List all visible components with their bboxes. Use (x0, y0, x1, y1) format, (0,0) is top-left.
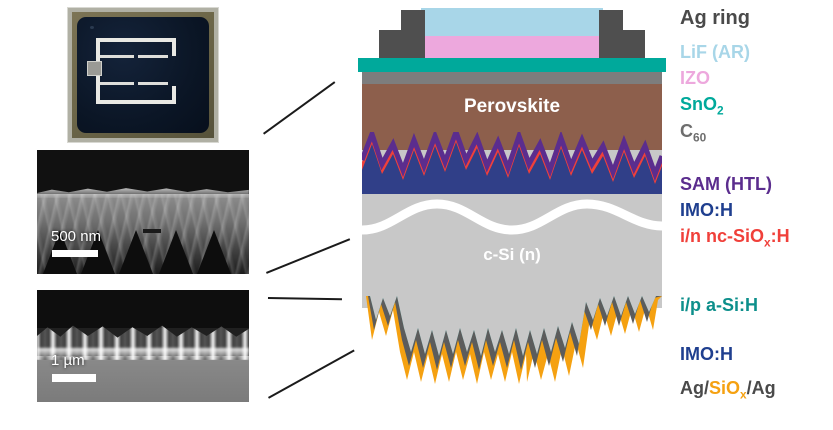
layer-sno2 (358, 58, 666, 72)
sem-bottom-scalebar-label: 1 µm (51, 352, 85, 369)
perovskite-label: Perovskite (463, 96, 561, 117)
photo-busbar-finger (100, 55, 134, 58)
legend-sno2-sub: 2 (717, 103, 724, 118)
legend-imo-rear: IMO:H (680, 344, 733, 364)
layer-c60 (362, 72, 662, 84)
c-si-label: c-Si (n) (483, 245, 541, 264)
connector-sem-top-to-silicon (267, 297, 342, 301)
sem-top-pyramid (159, 230, 193, 274)
silicon-thickness-break-line (362, 199, 662, 235)
legend-ag-siox-part2: SiO (709, 378, 741, 398)
legend-izo: IZO (680, 68, 710, 88)
legend-ncsiox-post: :H (770, 226, 790, 246)
sem-bottom-interface-glow (37, 348, 249, 360)
legend-lif: LiF (AR) (680, 42, 750, 62)
legend-c60-sub: 60 (693, 130, 707, 145)
rear-texture-zigzag (362, 296, 662, 384)
legend-ncsiox: i/n nc-SiOx:H (680, 227, 790, 249)
texture-imo-front (362, 142, 662, 194)
sem-image-rear-texture: 1 µm (37, 290, 249, 402)
legend-sno2: SnO2 (680, 95, 724, 117)
tandem-device-photo (68, 8, 218, 142)
legend-ag-siox-part3: /Ag (746, 378, 776, 398)
photo-contact-pad (87, 61, 102, 76)
photo-ring-right-lower (172, 86, 176, 104)
photo-silver-ring (96, 38, 172, 104)
rear-csi-fill (362, 296, 662, 356)
layer-legend: Ag ring LiF (AR) IZO SnO2 C60 SAM (HTL) … (680, 0, 833, 412)
photo-busbar-finger (138, 55, 168, 58)
legend-sam-htl: SAM (HTL) (680, 174, 772, 194)
connector-photo-to-stack (263, 81, 336, 135)
sem-top-annotation (141, 224, 163, 236)
sem-top-scalebar-label: 500 nm (51, 228, 102, 245)
legend-sno2-text: SnO (680, 94, 718, 114)
legend-ncsiox-sub: x (764, 235, 771, 250)
texture-sam-front (362, 132, 662, 182)
legend-ag-siox-sub: x (740, 387, 747, 402)
legend-c60: C60 (680, 122, 706, 144)
sem-image-front-texture: 500 nm (37, 150, 249, 274)
legend-imo-front: IMO:H (680, 200, 733, 220)
legend-c60-text: C (680, 121, 693, 141)
connector-sem-bottom-to-stack (268, 349, 355, 399)
sem-top-conformal-film (37, 188, 249, 198)
sem-top-pyramid (119, 230, 153, 274)
legend-ag-ring: Ag ring (680, 7, 750, 29)
sem-top-pyramid (197, 230, 231, 274)
layer-izo-front (409, 36, 615, 60)
connector-sem-top-to-stack (266, 238, 351, 274)
legend-ncsiox-pre: i/n nc-SiO (680, 226, 765, 246)
layer-ag-ring-left-lower (379, 30, 425, 60)
legend-ag-siox-part1: Ag/ (680, 378, 709, 398)
tandem-layer-stack-diagram: Perovskite c-Si (n) (358, 0, 666, 412)
legend-asih: i/p a-Si:H (680, 295, 759, 315)
layer-ag-ring-right-lower (599, 30, 645, 60)
photo-ring-right-upper (172, 38, 176, 56)
legend-ag-siox-ag: Ag/SiOx/Ag (680, 379, 776, 401)
sem-bottom-scalebar (52, 374, 96, 382)
sem-top-scalebar (52, 250, 98, 257)
photo-busbar-finger (100, 82, 134, 85)
sem-bottom-background (37, 290, 249, 328)
photo-speck (90, 26, 94, 29)
photo-busbar-finger (138, 82, 168, 85)
front-texture-zigzag (362, 132, 662, 194)
